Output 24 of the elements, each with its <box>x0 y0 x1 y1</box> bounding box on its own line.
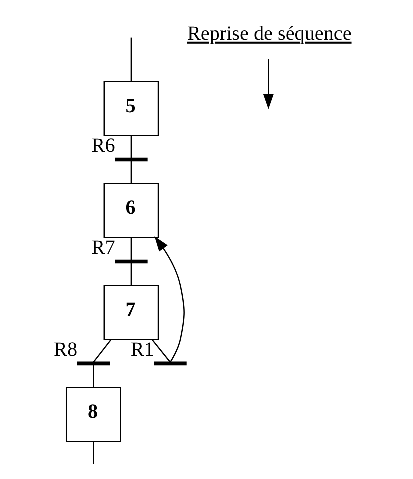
node-bar <box>76 362 110 366</box>
node-label: R1 <box>130 338 154 361</box>
node-bar <box>114 260 148 264</box>
connector <box>130 161 132 184</box>
connector <box>92 365 94 388</box>
arrow <box>262 59 274 110</box>
node-box: 7 <box>103 285 159 340</box>
node-bar <box>154 362 186 366</box>
connector <box>130 38 132 82</box>
connector <box>130 136 132 158</box>
connector <box>130 238 132 260</box>
node-label: R8 <box>54 338 78 361</box>
node-text: Reprise de séquence <box>186 22 352 45</box>
connector <box>92 340 112 363</box>
connector <box>130 263 132 286</box>
node-box: 8 <box>66 386 121 442</box>
node-box: 5 <box>103 81 159 136</box>
connector <box>151 340 170 363</box>
connector <box>92 442 94 464</box>
arrow <box>154 236 184 363</box>
node-label: R6 <box>91 134 115 157</box>
node-label: R7 <box>91 236 115 259</box>
node-box: 6 <box>103 183 159 238</box>
node-bar <box>114 158 148 162</box>
